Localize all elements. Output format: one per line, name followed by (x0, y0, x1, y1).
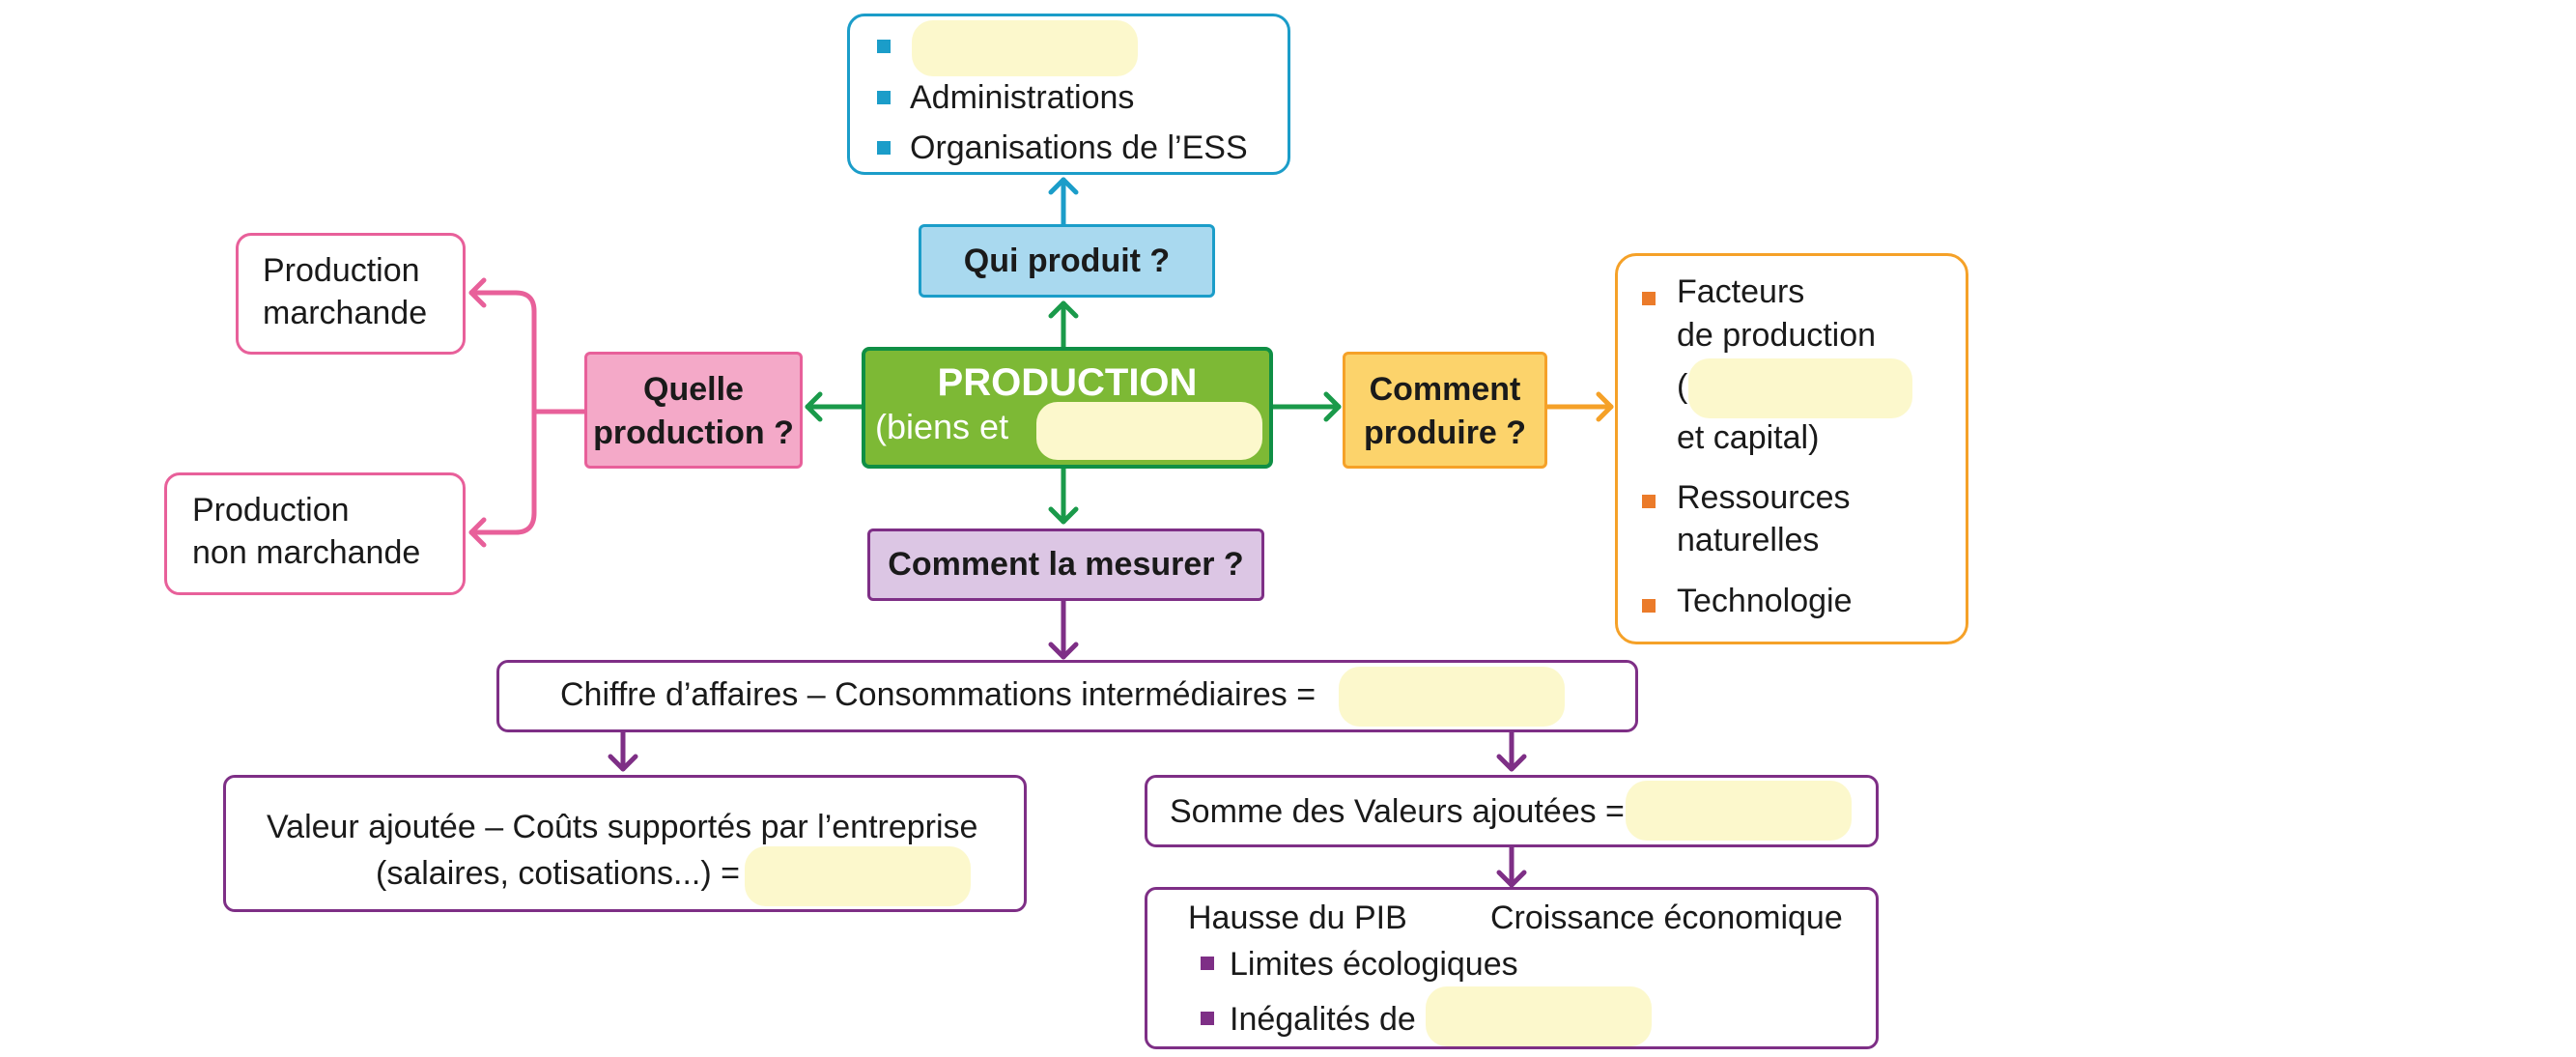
factors-line2: de production (1677, 317, 1877, 354)
economic-growth-label: Croissance économique (1490, 900, 1843, 936)
green-arrows (805, 300, 1342, 525)
market-line2: marchande (263, 295, 428, 331)
blank-producer-1 (912, 20, 1138, 76)
non-market-line2: non marchande (192, 534, 421, 571)
factors-line4: et capital) (1677, 419, 1820, 456)
bullet-icon (1201, 957, 1214, 970)
bullet-icon (877, 91, 891, 104)
profit-formula-line1: Valeur ajoutée – Coûts supportés par l’e… (267, 809, 978, 845)
non-market-production-box (164, 472, 466, 595)
blank-value-added (1339, 667, 1565, 727)
profit-formula-line2: (salaires, cotisations...) = (376, 855, 740, 892)
blank-profit (745, 846, 971, 906)
producer-item-administrations: Administrations (910, 79, 1135, 116)
measure-question: Comment la mesurer ? (888, 546, 1244, 583)
how-question-line2: produire ? (1363, 414, 1527, 451)
gdp-formula: Somme des Valeurs ajoutées = (1170, 793, 1625, 830)
which-question-line2: production ? (593, 414, 794, 451)
how-question-line1: Comment (1369, 371, 1521, 408)
bullet-icon (1642, 495, 1656, 508)
factors-line3-paren: ( (1677, 368, 1688, 405)
blank-labor (1688, 358, 1912, 418)
resources-line2: naturelles (1677, 522, 1820, 558)
production-subtitle: (biens et (875, 407, 1009, 446)
measure-question-box (867, 528, 1264, 601)
non-market-line1: Production (192, 492, 350, 528)
bullet-icon (1642, 599, 1656, 613)
ecological-limits-label: Limites écologiques (1230, 946, 1518, 983)
market-line1: Production (263, 252, 420, 289)
pink-bracket (468, 277, 587, 548)
blank-inequalities (1426, 986, 1652, 1046)
inequalities-label: Inégalités de (1230, 1001, 1416, 1038)
gdp-increase-label: Hausse du PIB (1188, 900, 1407, 936)
value-added-formula: Chiffre d’affaires – Consommations inter… (560, 676, 1316, 713)
purple-arrows (608, 598, 1527, 888)
how-question-box (1343, 352, 1547, 469)
which-question-box (584, 352, 803, 469)
production-title: PRODUCTION (937, 361, 1198, 404)
factors-box (1615, 253, 1968, 644)
who-question: Qui produit ? (963, 243, 1171, 279)
who-question-box (919, 224, 1215, 298)
bullet-icon (1201, 1012, 1214, 1025)
blank-gdp (1626, 781, 1852, 841)
resources-line1: Ressources (1677, 479, 1851, 516)
factors-line1: Facteurs (1677, 273, 1805, 310)
technology-label: Technologie (1677, 583, 1853, 619)
which-question-line1: Quelle (643, 371, 744, 408)
bullet-icon (877, 40, 891, 53)
bullet-icon (877, 141, 891, 155)
blank-services (1036, 402, 1262, 460)
orange-arrow (1544, 391, 1614, 422)
market-production-box (236, 233, 466, 355)
producer-item-ess: Organisations de l’ESS (910, 129, 1248, 166)
blue-arrow (1048, 177, 1079, 227)
bullet-icon (1642, 292, 1656, 305)
